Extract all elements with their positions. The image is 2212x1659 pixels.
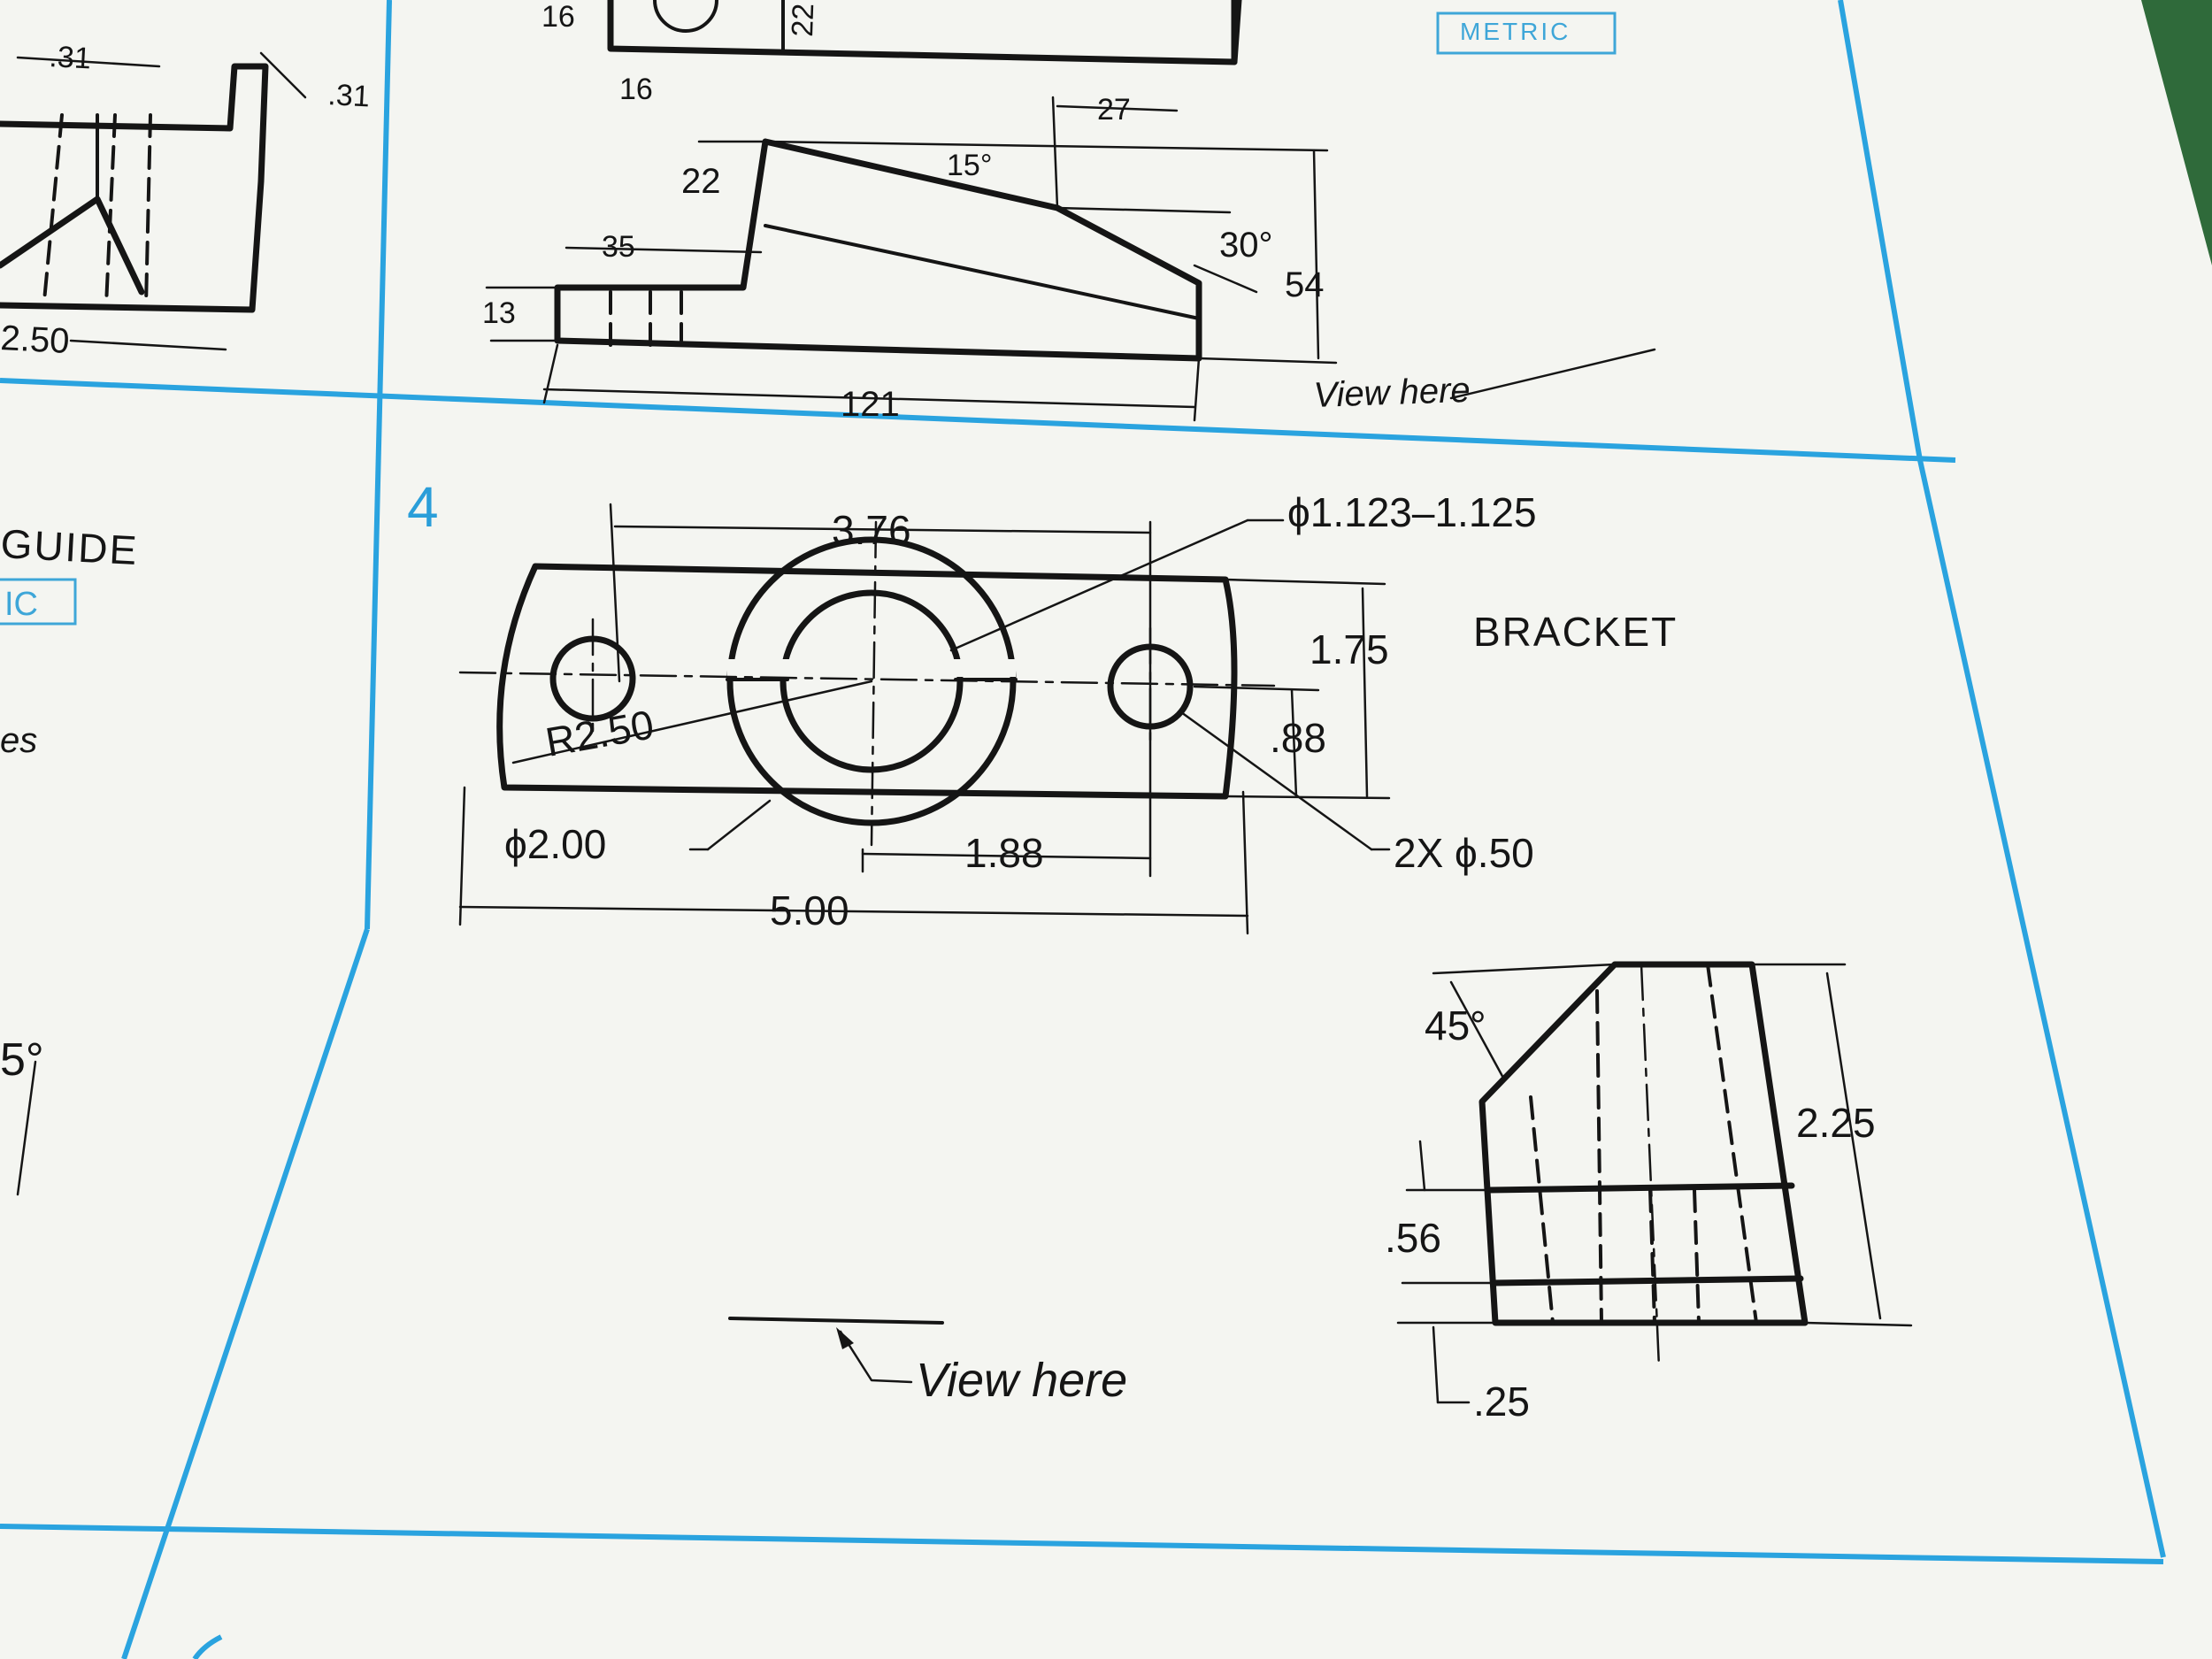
p3-dim-15deg: 15°	[947, 149, 992, 182]
p3-dim-121: 121	[841, 385, 900, 424]
boss-split-fill	[727, 659, 1016, 677]
metric-badge-frame	[1436, 12, 1617, 55]
problem-3-drawing: 16 22 16 27 22 15° 35 30° 13 54 121 View…	[482, 0, 1656, 424]
p3-dim-35: 35	[602, 230, 635, 264]
dim-0-25: .25	[1473, 1379, 1530, 1425]
dim-2-25: 2.25	[1796, 1100, 1876, 1146]
dim-boss-diameter: ϕ2.00	[504, 821, 606, 867]
dim-hole-diameter: ϕ1.123–1.125	[1287, 489, 1537, 535]
p3-dim-13: 13	[482, 296, 516, 330]
problem-4: 4 BRACKET	[407, 475, 1913, 1425]
dim-partial-1: .31	[49, 40, 92, 75]
p3-dim-30deg: 30°	[1219, 226, 1273, 265]
dim-partial-3: 2.50	[0, 319, 71, 361]
p3-dim-22a: 22	[786, 3, 820, 37]
metric-badge-top: METRIC	[1460, 18, 1571, 45]
dim-1-88: 1.88	[964, 830, 1044, 876]
green-background	[2141, 0, 2212, 265]
dim-3-76: 3.76	[832, 507, 911, 553]
left-partial-column: GUIDE IC es 5°	[0, 520, 140, 1196]
left-es: es	[0, 721, 37, 760]
left-badge-frame	[0, 578, 77, 626]
p3-dim-27: 27	[1097, 93, 1131, 127]
guide-label: GUIDE	[0, 520, 140, 573]
p4-view-here: View here	[916, 1354, 1127, 1407]
p3-dim-16a: 16	[541, 0, 575, 34]
view-arrowhead	[836, 1327, 854, 1349]
dim-45-deg: 45°	[1425, 1002, 1486, 1048]
dim-partial-2: .31	[327, 78, 371, 113]
p3-dim-16b: 16	[619, 73, 653, 106]
dim-small-holes: 2X ϕ.50	[1394, 830, 1534, 876]
bracket-top-view: 3.76 ϕ1.123–1.125 1.75 R2.50 .88 ϕ2.00 1…	[458, 489, 1537, 935]
bracket-side-view: 45° 2.25 .56 .25	[1385, 961, 1913, 1425]
dim-5-00: 5.00	[770, 887, 849, 933]
problem-number-4: 4	[407, 475, 439, 539]
left-badge-text: IC	[4, 586, 38, 623]
view-here-annotation: View here	[728, 1317, 1127, 1407]
p3-view-here: View here	[1313, 371, 1471, 415]
p3-dim-22b: 22	[681, 162, 721, 201]
bracket-title: BRACKET	[1473, 609, 1678, 655]
grid-frame	[0, 0, 2166, 1659]
left-angle: 5°	[0, 1034, 44, 1086]
dim-1-75: 1.75	[1310, 626, 1389, 672]
dim-0-88: .88	[1270, 715, 1326, 761]
dim-0-56: .56	[1385, 1215, 1441, 1261]
p3-dim-54: 54	[1285, 265, 1325, 304]
top-left-partial-drawing: .31 .31 2.50	[0, 40, 371, 361]
